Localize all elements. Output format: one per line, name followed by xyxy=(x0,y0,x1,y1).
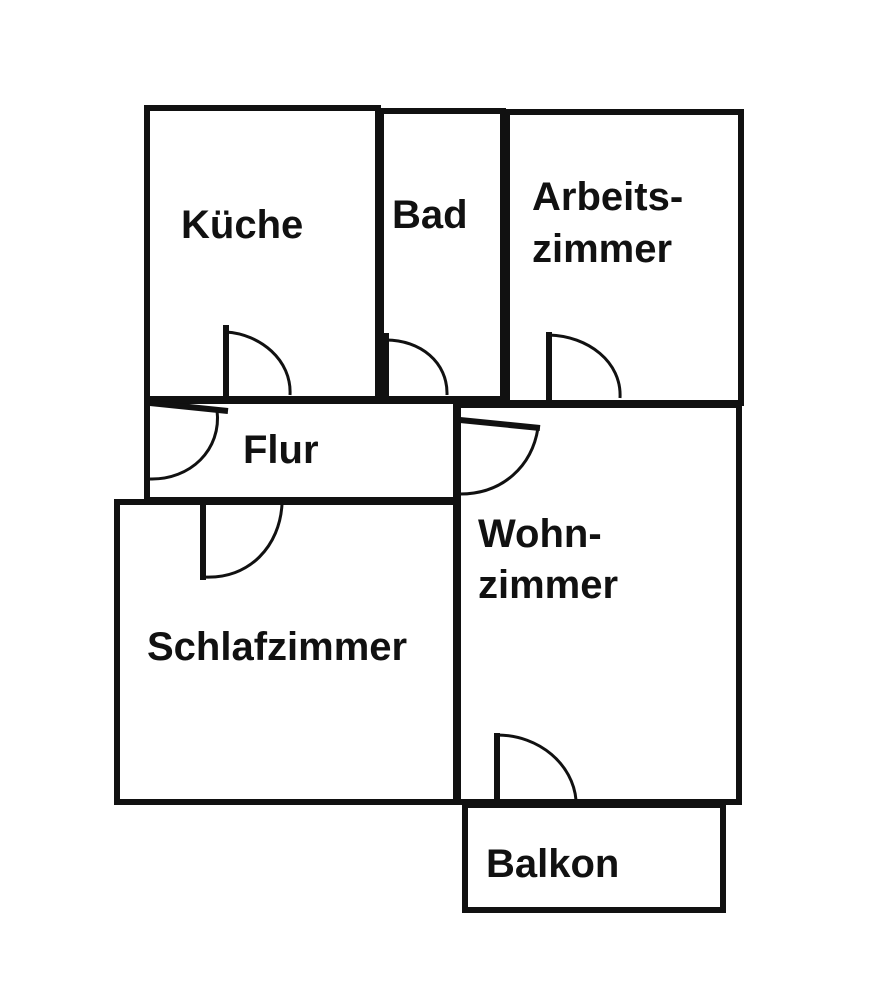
label-kueche: Küche xyxy=(181,203,303,247)
door-balkon xyxy=(494,733,578,801)
label-balkon: Balkon xyxy=(486,842,619,886)
label-wohnzimmer-line1: Wohn- xyxy=(478,512,602,556)
label-schlafzimmer: Schlafzimmer xyxy=(147,625,407,669)
room-balkon xyxy=(462,802,726,913)
label-arbeitszimmer-line1: Arbeits- xyxy=(532,175,683,219)
door-bad xyxy=(383,333,449,397)
door-kueche xyxy=(223,325,292,397)
label-arbeitszimmer-line2: zimmer xyxy=(532,227,672,271)
door-schlafzimmer xyxy=(200,503,284,580)
room-kueche xyxy=(144,105,381,402)
label-wohnzimmer-line2: zimmer xyxy=(478,563,618,607)
door-flur xyxy=(149,400,229,481)
door-arbeitszimmer xyxy=(546,332,622,401)
label-bad: Bad xyxy=(392,193,468,237)
door-wohnzimmer xyxy=(459,417,541,496)
label-flur: Flur xyxy=(243,428,319,472)
room-schlafzimmer xyxy=(114,499,459,805)
room-bad xyxy=(378,108,506,402)
